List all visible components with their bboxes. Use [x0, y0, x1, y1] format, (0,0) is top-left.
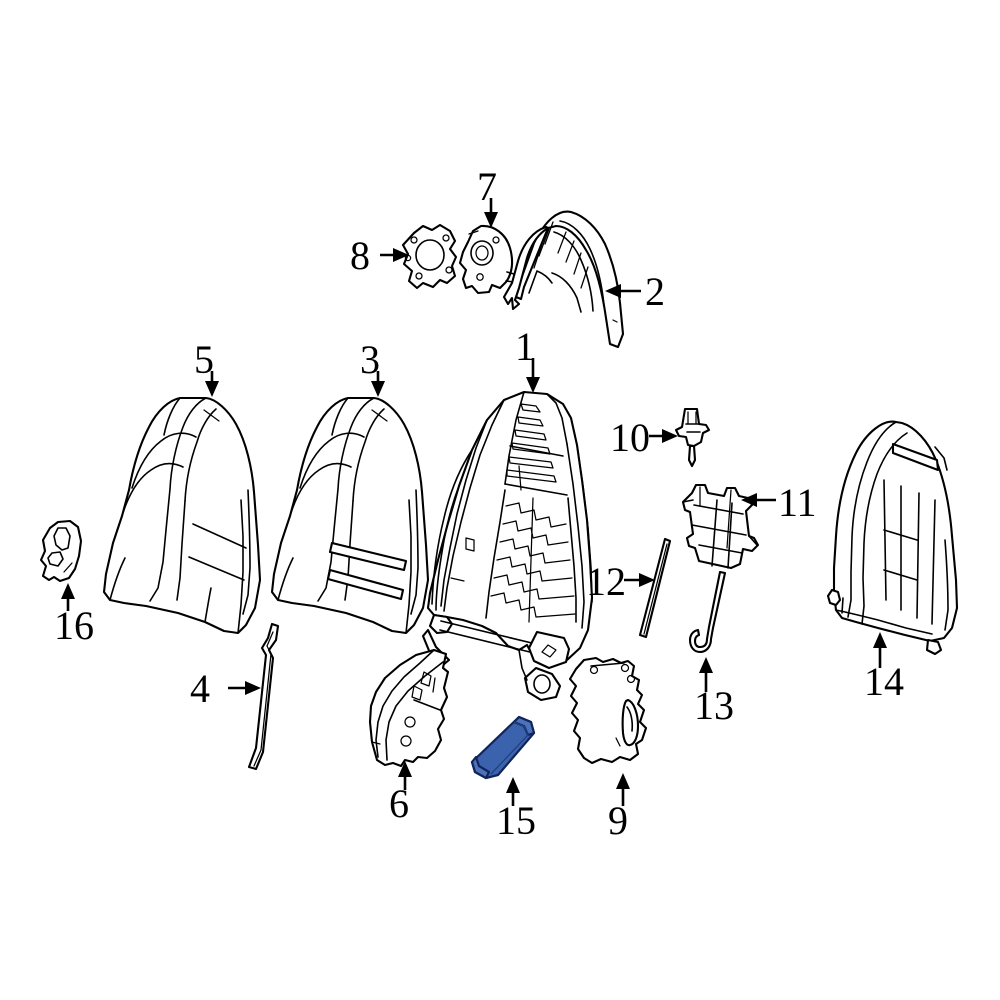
leader-16	[61, 583, 75, 611]
callout-label-2[interactable]: 2	[645, 269, 665, 314]
callout-label-14[interactable]: 14	[864, 659, 904, 704]
part-1-seat-back-frame[interactable]	[421, 390, 594, 702]
part-3-seat-back-cover-center[interactable]	[270, 396, 430, 635]
leader-8	[380, 248, 409, 262]
callout-label-1[interactable]: 1	[515, 324, 535, 369]
leader-15	[506, 777, 520, 806]
part-5-seat-back-cover-outer[interactable]	[102, 396, 262, 635]
callout-label-7[interactable]: 7	[477, 164, 497, 209]
leader-5	[205, 371, 219, 397]
callout-label-12[interactable]: 12	[586, 559, 626, 604]
callout-label-8[interactable]: 8	[350, 233, 370, 278]
part-12-guide-rod[interactable]	[638, 537, 672, 639]
leader-9	[616, 773, 630, 806]
leader-7	[484, 198, 498, 228]
leader-12	[624, 573, 655, 587]
leader-11	[741, 493, 776, 507]
leader-6	[398, 761, 412, 790]
leader-4	[228, 681, 261, 695]
part-11-seat-back-latch-bracket[interactable]	[681, 483, 760, 570]
leader-2	[605, 284, 641, 298]
part-13-retaining-hook-wire[interactable]	[688, 570, 727, 654]
callout-label-9[interactable]: 9	[608, 798, 628, 843]
callout-label-10[interactable]: 10	[610, 415, 650, 460]
callout-label-15[interactable]: 15	[496, 798, 536, 843]
callout-label-16[interactable]: 16	[54, 603, 94, 648]
callout-label-4[interactable]: 4	[190, 666, 210, 711]
part-14-seat-back-panel-rear[interactable]	[826, 420, 959, 656]
leader-10	[649, 429, 678, 443]
callout-label-3[interactable]: 3	[360, 337, 380, 382]
leader-13	[699, 657, 713, 692]
part-15-seat-back-trim-cap-highlighted[interactable]	[470, 715, 536, 780]
leader-3	[371, 371, 385, 397]
part-10-seat-position-sensor[interactable]	[674, 407, 711, 468]
callout-label-5[interactable]: 5	[194, 337, 214, 382]
part-4-seat-back-trim-strip[interactable]	[247, 622, 280, 771]
part-7-recliner-adjuster-mechanism[interactable]	[458, 224, 515, 295]
callout-label-6[interactable]: 6	[389, 781, 409, 826]
part-9-seat-control-module[interactable]	[568, 656, 648, 765]
part-16-headrest-guide-bracket[interactable]	[39, 519, 83, 583]
callout-label-13[interactable]: 13	[694, 683, 734, 728]
part-8-recliner-cover-plate[interactable]	[401, 223, 458, 290]
part-6-seat-side-trim-panel-lower[interactable]	[368, 648, 450, 768]
callout-label-11[interactable]: 11	[778, 480, 817, 525]
leader-14	[873, 632, 887, 668]
part-2-seat-back-side-trim-panel[interactable]	[502, 210, 625, 349]
leader-1	[526, 358, 540, 393]
